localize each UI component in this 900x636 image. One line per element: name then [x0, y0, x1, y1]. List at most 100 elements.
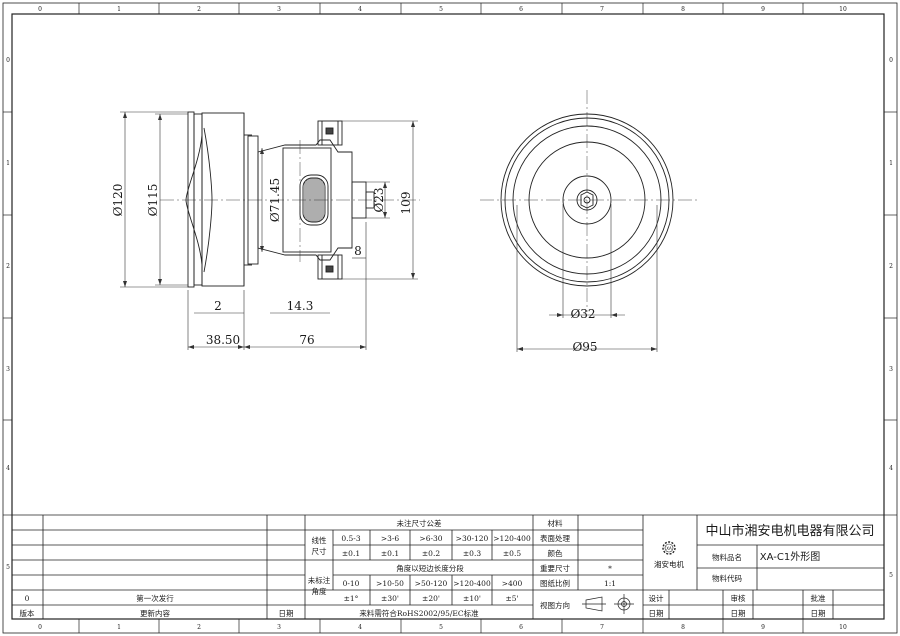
- view-direction-label: 视图方向: [540, 600, 570, 610]
- side-view: Ø120 Ø115 Ø71.45 Ø23 109 8 2 14.3 38.50 …: [111, 111, 420, 350]
- important-dim-value: *: [608, 564, 612, 573]
- linear-tolerance: ±0.3: [463, 549, 481, 558]
- part-code-label: 物料代码: [712, 573, 742, 583]
- zone-label-top: 10: [839, 6, 847, 13]
- view-direction-symbol: [582, 594, 634, 614]
- zone-label-bottom: 4: [358, 624, 362, 631]
- date-label: 日期: [649, 609, 664, 618]
- angle-range: >10-50: [376, 579, 404, 588]
- zone-label-bottom: 2: [197, 624, 201, 631]
- angle-tolerance: ±1°: [344, 594, 359, 603]
- zone-label-bottom: 0: [38, 624, 42, 631]
- design-label: 设计: [649, 593, 664, 603]
- part-name-label: 物料品名: [712, 552, 742, 562]
- date-label: 日期: [279, 609, 294, 618]
- linear-range: >6-30: [419, 534, 442, 543]
- zone-label-top: 1: [117, 6, 121, 13]
- change-value: 第一次发行: [136, 593, 174, 603]
- zone-label-right: 5: [889, 572, 893, 579]
- zone-label-top: 4: [358, 6, 362, 13]
- zone-label-left: 4: [6, 465, 10, 472]
- scale-value: 1:1: [604, 579, 616, 588]
- angle-range: >120-400: [453, 579, 491, 588]
- color-label: 颜色: [548, 548, 563, 558]
- revision-value: 0: [25, 594, 30, 603]
- dim-fan-length: 38.50: [206, 333, 240, 347]
- rohs-note: 来料需符合RoHS2002/95/EC标准: [359, 608, 479, 618]
- linear-tolerance: ±0.2: [422, 549, 440, 558]
- zone-label-left: 1: [6, 160, 10, 167]
- important-dim-label: 重要尺寸: [540, 563, 570, 573]
- linear-range: >30-120: [456, 534, 489, 543]
- zone-label-bottom: 6: [519, 624, 523, 631]
- dim-offset: 14.3: [287, 299, 314, 313]
- linear-tolerance: ±0.1: [342, 549, 360, 558]
- fan-shroud: [185, 111, 259, 288]
- angle-range: >50-120: [415, 579, 448, 588]
- zone-label-left: 0: [6, 57, 10, 64]
- zone-label-right: 0: [889, 57, 893, 64]
- angle-tolerance: ±20': [422, 594, 440, 603]
- review-label: 审核: [731, 593, 746, 603]
- company-logo: XA: [662, 541, 676, 555]
- dim-inner-diameter: Ø115: [146, 184, 160, 217]
- dim-height: 109: [399, 192, 413, 215]
- zone-label-bottom: 1: [117, 624, 121, 631]
- date-label: 日期: [811, 609, 826, 618]
- zone-label-top: 5: [439, 6, 443, 13]
- zone-label-top: 2: [197, 6, 201, 13]
- scale-label: 图纸比例: [540, 578, 570, 588]
- dim-flange-diameter: Ø71.45: [268, 178, 282, 222]
- angle-tolerance: ±30': [381, 594, 399, 603]
- angle-tolerance: ±10': [463, 594, 481, 603]
- commutator: [302, 177, 326, 223]
- tolerance-header: 未注尺寸公差: [397, 518, 442, 528]
- linear-range: >3-6: [381, 534, 400, 543]
- dim-gap: 2: [214, 299, 222, 313]
- linear-tolerance: ±0.5: [503, 549, 521, 558]
- material-label: 材料: [548, 518, 563, 528]
- zone-label-top: 3: [277, 6, 281, 13]
- zone-ticks: [3, 3, 897, 633]
- zone-label-left: 5: [6, 564, 10, 571]
- zone-label-bottom: 3: [277, 624, 281, 631]
- zone-label-bottom: 8: [681, 624, 685, 631]
- title-block: [12, 514, 884, 619]
- angle-label: 未标注: [308, 575, 331, 585]
- zone-label-bottom: 7: [600, 624, 604, 631]
- dim-outer-diameter: Ø120: [111, 184, 125, 217]
- zone-label-bottom: 5: [439, 624, 443, 631]
- zone-label-right: 1: [889, 160, 893, 167]
- end-view: Ø32 Ø95: [480, 90, 700, 354]
- linear-tolerance: ±0.1: [381, 549, 399, 558]
- zone-label-top: 9: [761, 6, 765, 13]
- dimension-lines: [120, 111, 418, 350]
- dim-end-outer-diameter: Ø95: [572, 340, 597, 354]
- motor-body: [257, 120, 375, 280]
- approve-label: 批准: [811, 593, 826, 603]
- zone-label-right: 4: [889, 465, 893, 472]
- zone-label-top: 0: [38, 6, 42, 13]
- logo-text: 湘安电机: [654, 559, 684, 569]
- linear-range: >120-400: [493, 534, 531, 543]
- dim-motor-length: 76: [299, 333, 314, 347]
- angle-range: >400: [502, 579, 523, 588]
- dim-hub-diameter: Ø32: [570, 307, 595, 321]
- angle-tolerance: ±5': [505, 594, 518, 603]
- linear-label: 尺寸: [312, 546, 327, 556]
- zone-label-bottom: 10: [839, 624, 847, 631]
- zone-label-top: 6: [519, 6, 523, 13]
- angle-label: 角度: [312, 586, 327, 596]
- zone-label-top: 7: [600, 6, 604, 13]
- change-label: 更新内容: [140, 608, 170, 618]
- zone-label-top: 8: [681, 6, 685, 13]
- zone-label-right: 3: [889, 366, 893, 373]
- part-name-value: XA-C1外形图: [760, 551, 820, 563]
- company-name: 中山市湘安电机电器有限公司: [705, 523, 874, 539]
- zone-label-bottom: 9: [761, 624, 765, 631]
- zone-label-left: 3: [6, 366, 10, 373]
- linear-label: 线性: [312, 535, 327, 545]
- zone-label-left: 2: [6, 263, 10, 270]
- surface-label: 表面处理: [540, 533, 570, 543]
